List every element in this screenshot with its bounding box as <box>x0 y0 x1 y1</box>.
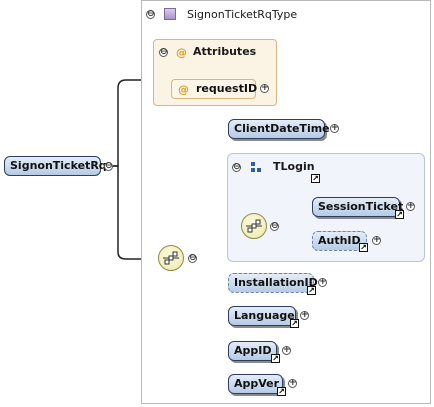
element-sessionticket[interactable]: SessionTicket <box>312 197 404 217</box>
attribute-requestid-label: requestID <box>196 82 258 95</box>
expand-installationid-icon[interactable]: + <box>318 277 327 287</box>
element-authid-label: AuthID <box>318 234 361 247</box>
expand-language-icon[interactable]: + <box>300 310 309 320</box>
element-appid-label: AppID <box>234 344 272 357</box>
attributes-label: Attributes <box>193 45 257 58</box>
element-authid[interactable]: AuthID <box>312 231 367 251</box>
group-icon <box>251 162 263 174</box>
element-language[interactable]: Language <box>228 306 296 326</box>
element-sessionticket-label: SessionTicket <box>318 200 404 213</box>
attribute-icon: @ <box>178 83 189 96</box>
sequence-compositor-icon[interactable] <box>158 245 184 271</box>
collapse-choice-icon[interactable]: ⊖ <box>270 221 279 231</box>
authid-link-icon[interactable]: ↗ <box>359 243 368 252</box>
installationid-link-icon[interactable]: ↗ <box>307 286 316 295</box>
root-element-label: SignonTicketRq <box>10 159 107 172</box>
element-installationid-label: InstallationID <box>234 276 318 289</box>
expand-appver-icon[interactable]: + <box>288 378 297 388</box>
connector-root-attributes <box>113 79 156 167</box>
element-appid[interactable]: AppID <box>228 341 277 361</box>
collapse-root-icon[interactable]: ⊖ <box>104 161 113 171</box>
expand-requestid-icon[interactable]: + <box>260 83 269 93</box>
tlogin-link-icon[interactable]: ↗ <box>311 174 320 183</box>
language-link-icon[interactable]: ↗ <box>290 319 299 328</box>
attribute-requestid[interactable]: @ requestID <box>171 79 258 99</box>
choice-compositor-icon[interactable] <box>241 213 267 239</box>
expand-sessionticket-icon[interactable]: + <box>406 201 415 211</box>
sessionticket-link-icon[interactable]: ↗ <box>395 210 404 219</box>
tlogin-label: TLogin <box>273 160 315 173</box>
collapse-tlogin-icon[interactable]: ⊖ <box>232 162 241 172</box>
attribute-icon: @ <box>176 46 187 59</box>
element-appver[interactable]: AppVer <box>228 374 283 394</box>
collapse-sequence-icon[interactable]: ⊖ <box>188 253 197 263</box>
element-installationid[interactable]: InstallationID <box>228 273 318 293</box>
element-clientdatetime-label: ClientDateTime <box>234 122 330 135</box>
element-language-label: Language <box>234 309 295 322</box>
element-appver-label: AppVer <box>234 377 280 390</box>
collapse-type-icon[interactable]: ⊖ <box>146 9 155 19</box>
appver-link-icon[interactable]: ↗ <box>277 387 286 396</box>
expand-clientdatetime-icon[interactable]: + <box>330 123 339 133</box>
complex-type-icon <box>164 8 176 20</box>
root-element[interactable]: SignonTicketRq <box>4 156 107 176</box>
expand-appid-icon[interactable]: + <box>282 345 291 355</box>
collapse-attributes-icon[interactable]: ⊖ <box>159 47 168 57</box>
complex-type-label: SignonTicketRqType <box>187 8 298 21</box>
connector-root-sequence <box>113 165 158 260</box>
element-clientdatetime[interactable]: ClientDateTime <box>228 119 330 139</box>
expand-authid-icon[interactable]: + <box>372 235 381 245</box>
appid-link-icon[interactable]: ↗ <box>271 354 280 363</box>
